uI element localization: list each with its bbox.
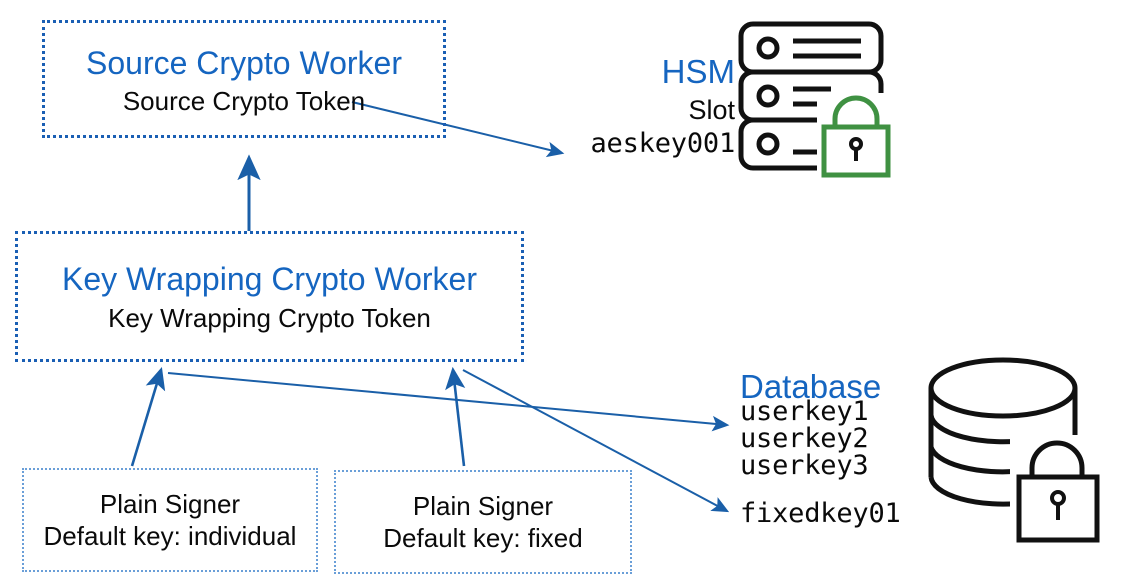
key-wrapping-worker-title: Key Wrapping Crypto Worker [62,260,477,297]
plain-signer-fixed-line1: Plain Signer [412,490,554,521]
padlock-green-icon [817,93,901,179]
node-source-crypto-worker[interactable]: Source Crypto Worker Source Crypto Token [42,20,446,138]
hsm-slot-key: aeskey001 [590,127,736,159]
key-wrapping-worker-subtitle: Key Wrapping Crypto Token [108,303,431,334]
node-key-wrapping-crypto-worker[interactable]: Key Wrapping Crypto Worker Key Wrapping … [15,231,524,362]
hsm-title: HSM [661,53,735,90]
node-plain-signer-fixed[interactable]: Plain Signer Default key: fixed [334,470,632,574]
padlock-black-icon [1010,435,1115,550]
node-plain-signer-individual[interactable]: Plain Signer Default key: individual [22,468,318,572]
database-key-2: userkey2 [740,423,869,454]
database-key-1: userkey1 [740,396,869,427]
edge-signer-fixed-to-keywrap [445,366,466,467]
edge-keywrap-to-userkeys [167,372,730,432]
database-fixed-key: fixedkey01 [740,498,901,529]
plain-signer-fixed-line2: Default key: fixed [383,523,583,553]
database-key-3: userkey3 [740,450,869,481]
edge-signer-individual-to-keywrap [130,367,166,467]
source-crypto-worker-subtitle: Source Crypto Token [122,85,366,116]
plain-signer-individual-line2: Default key: individual [43,521,297,551]
hsm-label-group: HSM Slot aeskey001 [480,53,736,159]
source-crypto-worker-title: Source Crypto Worker [86,45,402,82]
plain-signer-individual-line1: Plain Signer [99,488,241,519]
hsm-slot-label: Slot [688,94,735,125]
database-title: Database [740,368,882,405]
